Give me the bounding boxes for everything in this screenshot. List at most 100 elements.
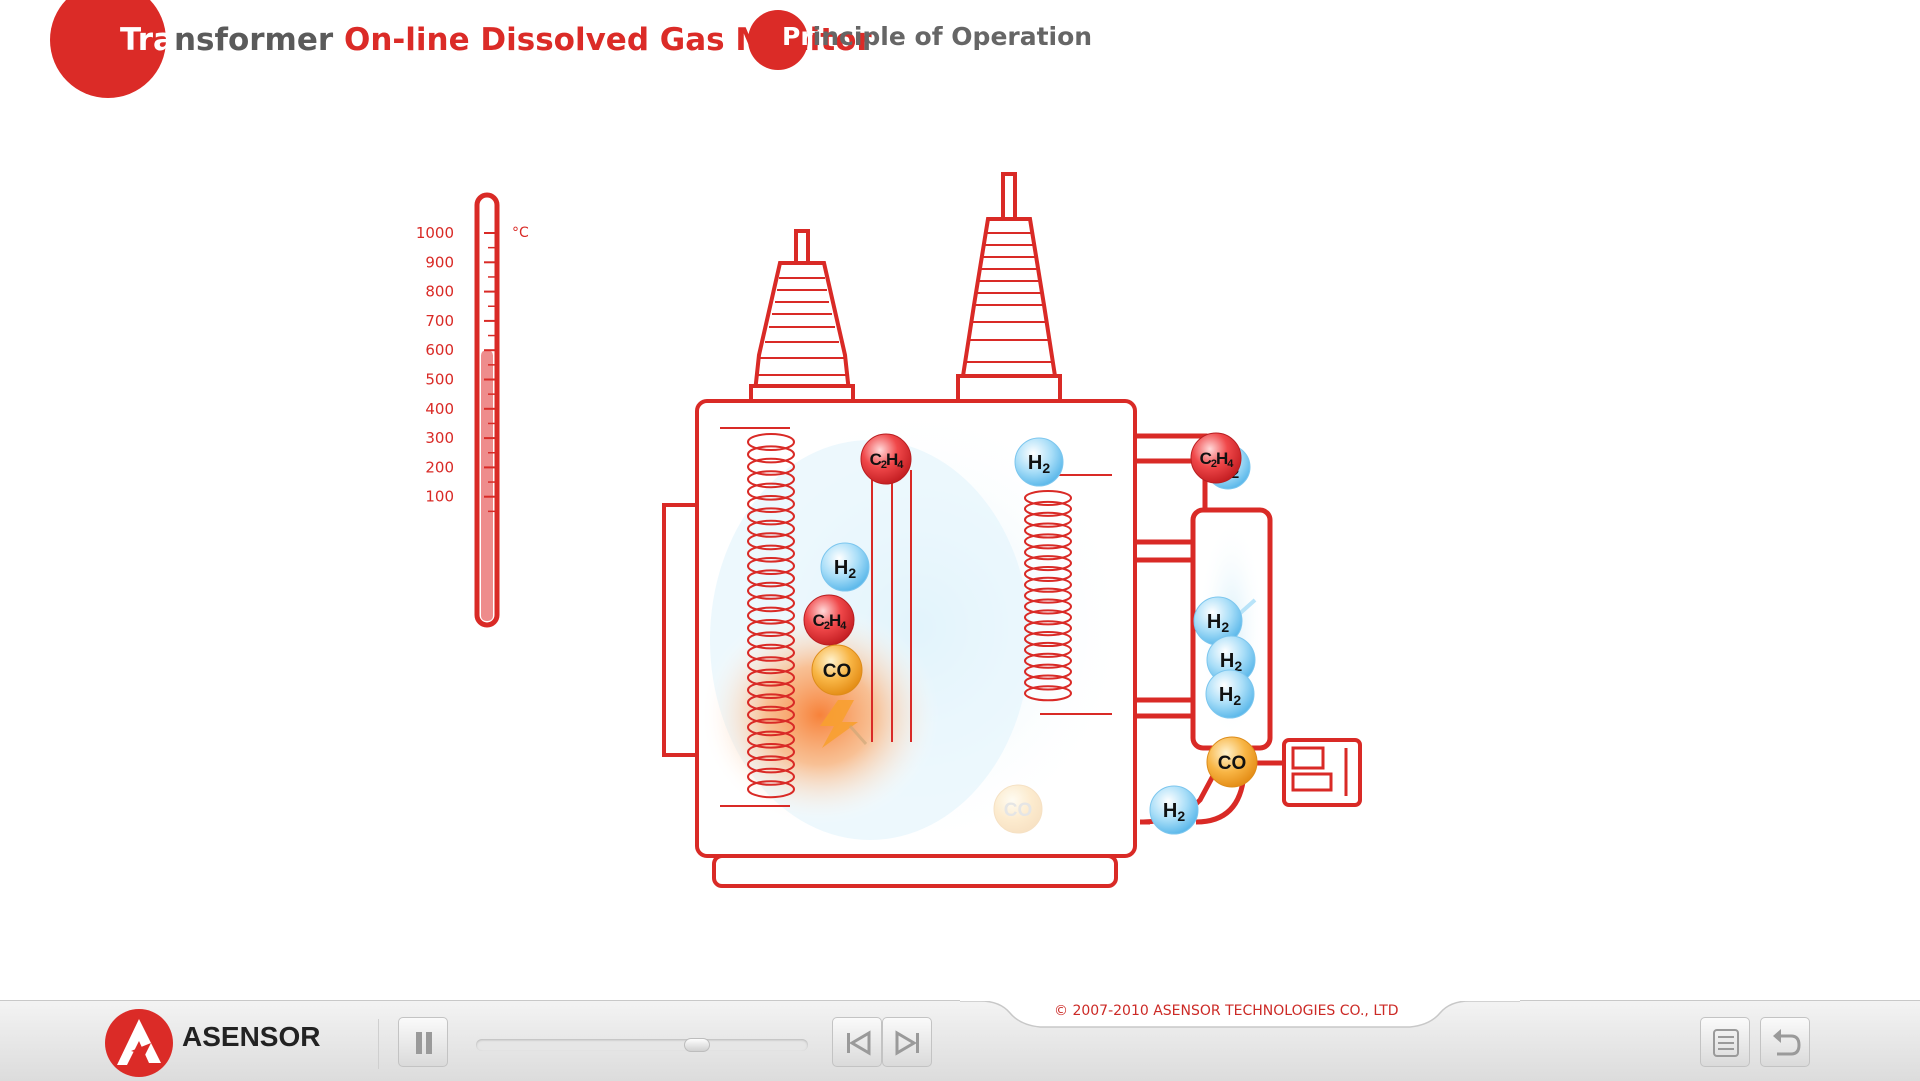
skip-back-icon <box>847 1030 871 1056</box>
molecule-circle <box>1014 437 1064 487</box>
molecule-label: C2H4 <box>813 611 848 632</box>
coil-turn <box>1024 565 1072 582</box>
next-button[interactable] <box>882 1017 932 1067</box>
molecule-label: CO <box>1218 753 1247 774</box>
thermometer-tick-label: 300 <box>425 429 454 447</box>
list-icon <box>1713 1029 1739 1057</box>
coil-turn <box>747 643 795 662</box>
h2-molecule-icon: H2 <box>1149 785 1199 835</box>
coil-turn <box>1024 620 1072 637</box>
thermometer-tick-label: 700 <box>425 312 454 330</box>
coil-turn <box>747 569 795 588</box>
coil-turn <box>747 755 795 774</box>
title-part-rest: nsformer <box>173 22 344 58</box>
coil-turn <box>1024 685 1072 702</box>
coil-turn <box>747 693 795 712</box>
molecule-circle <box>860 433 912 485</box>
skip-forward-icon <box>895 1030 919 1056</box>
coil-turn <box>1024 544 1072 561</box>
title-circle-decoration <box>50 0 166 98</box>
thermometer-tick-label: 500 <box>425 371 454 389</box>
thermometer-tick-label: 900 <box>425 253 454 271</box>
coil-turn <box>1024 555 1072 572</box>
coil-turn <box>747 594 795 613</box>
h2-molecule-icon: H2 <box>1193 596 1243 646</box>
previous-button[interactable] <box>832 1017 882 1067</box>
molecule-label: H2 <box>1207 611 1229 635</box>
h2-molecule-icon: H2 <box>820 542 870 592</box>
coil-turn <box>747 743 795 761</box>
copyright-tab-shape <box>960 999 1520 1028</box>
gas-molecules: C2H4H2H2C2H4COCOH2C2H4H2H2H2COH2 <box>803 432 1258 835</box>
thermometer-tick-label: 600 <box>425 341 454 359</box>
molecule-label: CO <box>1004 800 1033 821</box>
molecule-label: H2 <box>834 557 856 581</box>
copyright-text: © 2007-2010 ASENSOR TECHNOLOGIES CO., LT… <box>1054 1003 1399 1019</box>
coil-turn <box>747 668 795 687</box>
molecule-label: C2H4 <box>1200 449 1235 470</box>
c2h4-molecule-icon: C2H4 <box>860 433 912 485</box>
coil-turn <box>1024 576 1072 593</box>
coil-turn <box>747 507 795 526</box>
pause-button[interactable] <box>398 1017 448 1067</box>
winding-right <box>1024 474 1112 715</box>
header: Transformer On-line Dissolved Gas Monito… <box>0 0 1920 110</box>
coil-turn <box>747 767 795 786</box>
coil-turn <box>1024 500 1072 517</box>
progress-slider[interactable] <box>476 1038 808 1052</box>
h2-molecule-icon: H2 <box>1014 437 1064 487</box>
coil-turn <box>1024 631 1072 648</box>
coil-turn <box>747 544 795 563</box>
coil-turn <box>1024 598 1072 615</box>
bushing-right <box>956 172 1062 403</box>
menu-button[interactable] <box>1700 1017 1750 1067</box>
gas-monitor-device <box>1282 738 1362 807</box>
return-button[interactable] <box>1760 1017 1810 1067</box>
footer-player-bar: © 2007-2010 ASENSOR TECHNOLOGIES CO., LT… <box>0 999 1920 1081</box>
coil-turn <box>1024 641 1072 658</box>
h2-molecule-icon: H2 <box>1205 669 1255 719</box>
coil-turn <box>747 557 795 575</box>
transformer-tank <box>662 399 1137 888</box>
thermometer-tick-label: 800 <box>425 283 454 301</box>
co-molecule-icon: CO <box>993 784 1043 834</box>
pause-icon <box>416 1032 432 1054</box>
winding-left <box>720 427 795 807</box>
molecule-label: H2 <box>1220 650 1242 674</box>
bushing-left <box>749 229 855 403</box>
progress-knob[interactable] <box>684 1038 711 1052</box>
molecule-circle <box>803 594 855 646</box>
coil-turn <box>1024 609 1072 626</box>
coil-turn <box>1024 522 1072 539</box>
c2h4-molecule-icon: C2H4 <box>803 594 855 646</box>
coil-turn <box>747 631 795 650</box>
logo-mark-icon <box>117 1019 161 1065</box>
molecule-circle <box>993 784 1043 834</box>
asensor-logo <box>105 1009 173 1077</box>
fault-spark-icon <box>820 700 868 748</box>
coil-turn <box>747 482 795 501</box>
thermometer-fill <box>481 350 493 621</box>
thermometer-tick-label: 400 <box>425 400 454 418</box>
coil-turn <box>1024 674 1072 691</box>
coil-turn <box>1024 490 1072 506</box>
h2-molecule-icon: H2 <box>1206 635 1256 685</box>
coil-turn <box>747 705 795 724</box>
molecule-circle <box>820 542 870 592</box>
coil-turn <box>747 681 795 699</box>
coil-turn <box>747 457 795 476</box>
coil-turn <box>1024 663 1072 680</box>
molecule-circle <box>1206 736 1258 788</box>
coil-turn <box>747 532 795 551</box>
co-molecule-icon: CO <box>811 644 863 696</box>
coil-turn <box>747 495 795 513</box>
molecule-label: C2H4 <box>870 450 905 471</box>
coil-turn <box>1024 652 1072 669</box>
molecule-circle <box>1190 432 1242 484</box>
coil-turn <box>747 470 795 489</box>
coil-turn <box>747 780 795 799</box>
coil-turn <box>747 445 795 464</box>
